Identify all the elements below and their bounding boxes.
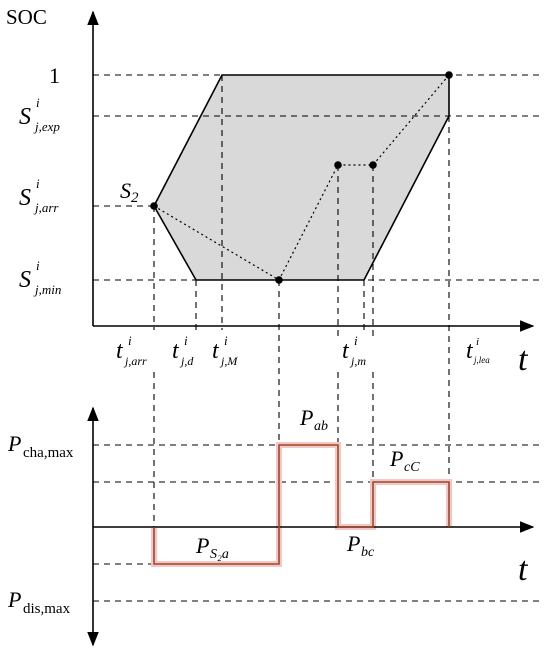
soc-axis-label: SOC bbox=[6, 5, 47, 29]
charging-trajectory bbox=[153, 74, 450, 281]
t-axis-label-top: t bbox=[518, 341, 529, 378]
t-M-label-base: t bbox=[212, 338, 220, 364]
p-dis-max-label-base: P bbox=[7, 587, 21, 612]
t-M-label-sub: j,M bbox=[219, 354, 238, 368]
t-d-label-base: t bbox=[172, 338, 180, 364]
p-s2a-label-base: P bbox=[195, 533, 209, 558]
t-arr-label-sup: i bbox=[128, 333, 132, 348]
t-lea-label-sub: j,lea bbox=[473, 355, 490, 365]
t-arr-label-sub: j,arr bbox=[123, 354, 147, 368]
point-s2 bbox=[150, 202, 158, 210]
s-min-label-base: S bbox=[19, 267, 31, 293]
s-arr-label-sup: i bbox=[36, 176, 40, 191]
p-cc-label-sub: cC bbox=[404, 460, 420, 475]
s-arr-label-sub: j,arr bbox=[33, 200, 59, 215]
feasible-soc-region bbox=[153, 74, 450, 281]
p-cha-max-label-sub: cha,max bbox=[23, 445, 74, 461]
p-bc-label-base: P bbox=[346, 531, 360, 556]
s-exp-label-sub: j,exp bbox=[33, 119, 60, 134]
soc-plot bbox=[87, 10, 540, 332]
s-min-label-sup: i bbox=[36, 258, 40, 273]
s-min-label-sub: j,min bbox=[33, 282, 61, 297]
soc-one-label: 1 bbox=[49, 63, 60, 88]
s-exp-label-sup: i bbox=[36, 95, 40, 110]
power-profile bbox=[153, 444, 450, 565]
t-axis-label-bottom: t bbox=[518, 551, 529, 588]
p-dis-max-label-sub: dis,max bbox=[23, 601, 71, 617]
t-m-label-base: t bbox=[342, 338, 350, 364]
s-arr-label-base: S bbox=[19, 185, 31, 211]
s2-point-label: S2 bbox=[120, 178, 139, 206]
power-plot bbox=[87, 406, 540, 647]
p-s2a-label-sub: S₂a bbox=[210, 547, 229, 562]
t-m-label-sup: i bbox=[354, 333, 358, 348]
t-lea-label-sup: i bbox=[476, 336, 479, 348]
t-m-label-sub: j,m bbox=[349, 354, 366, 368]
point-C bbox=[445, 71, 453, 79]
cross-plot-guides bbox=[153, 116, 450, 527]
p-ab-label-base: P bbox=[299, 405, 313, 430]
t-arr-label-base: t bbox=[116, 338, 124, 364]
labels: SOC 1 t S2 S i j,exp S i j,arr S i j,min… bbox=[6, 5, 529, 617]
t-d-label-sup: i bbox=[184, 333, 188, 348]
p-cc-label-base: P bbox=[389, 446, 403, 471]
s-exp-label-base: S bbox=[19, 104, 31, 130]
t-M-label-sup: i bbox=[224, 333, 228, 348]
p-ab-label-sub: ab bbox=[314, 419, 328, 434]
t-lea-label-base: t bbox=[466, 338, 474, 364]
p-bc-label-sub: bc bbox=[361, 545, 375, 560]
t-d-label-sub: j,d bbox=[179, 354, 194, 368]
p-cha-max-label-base: P bbox=[7, 431, 21, 456]
